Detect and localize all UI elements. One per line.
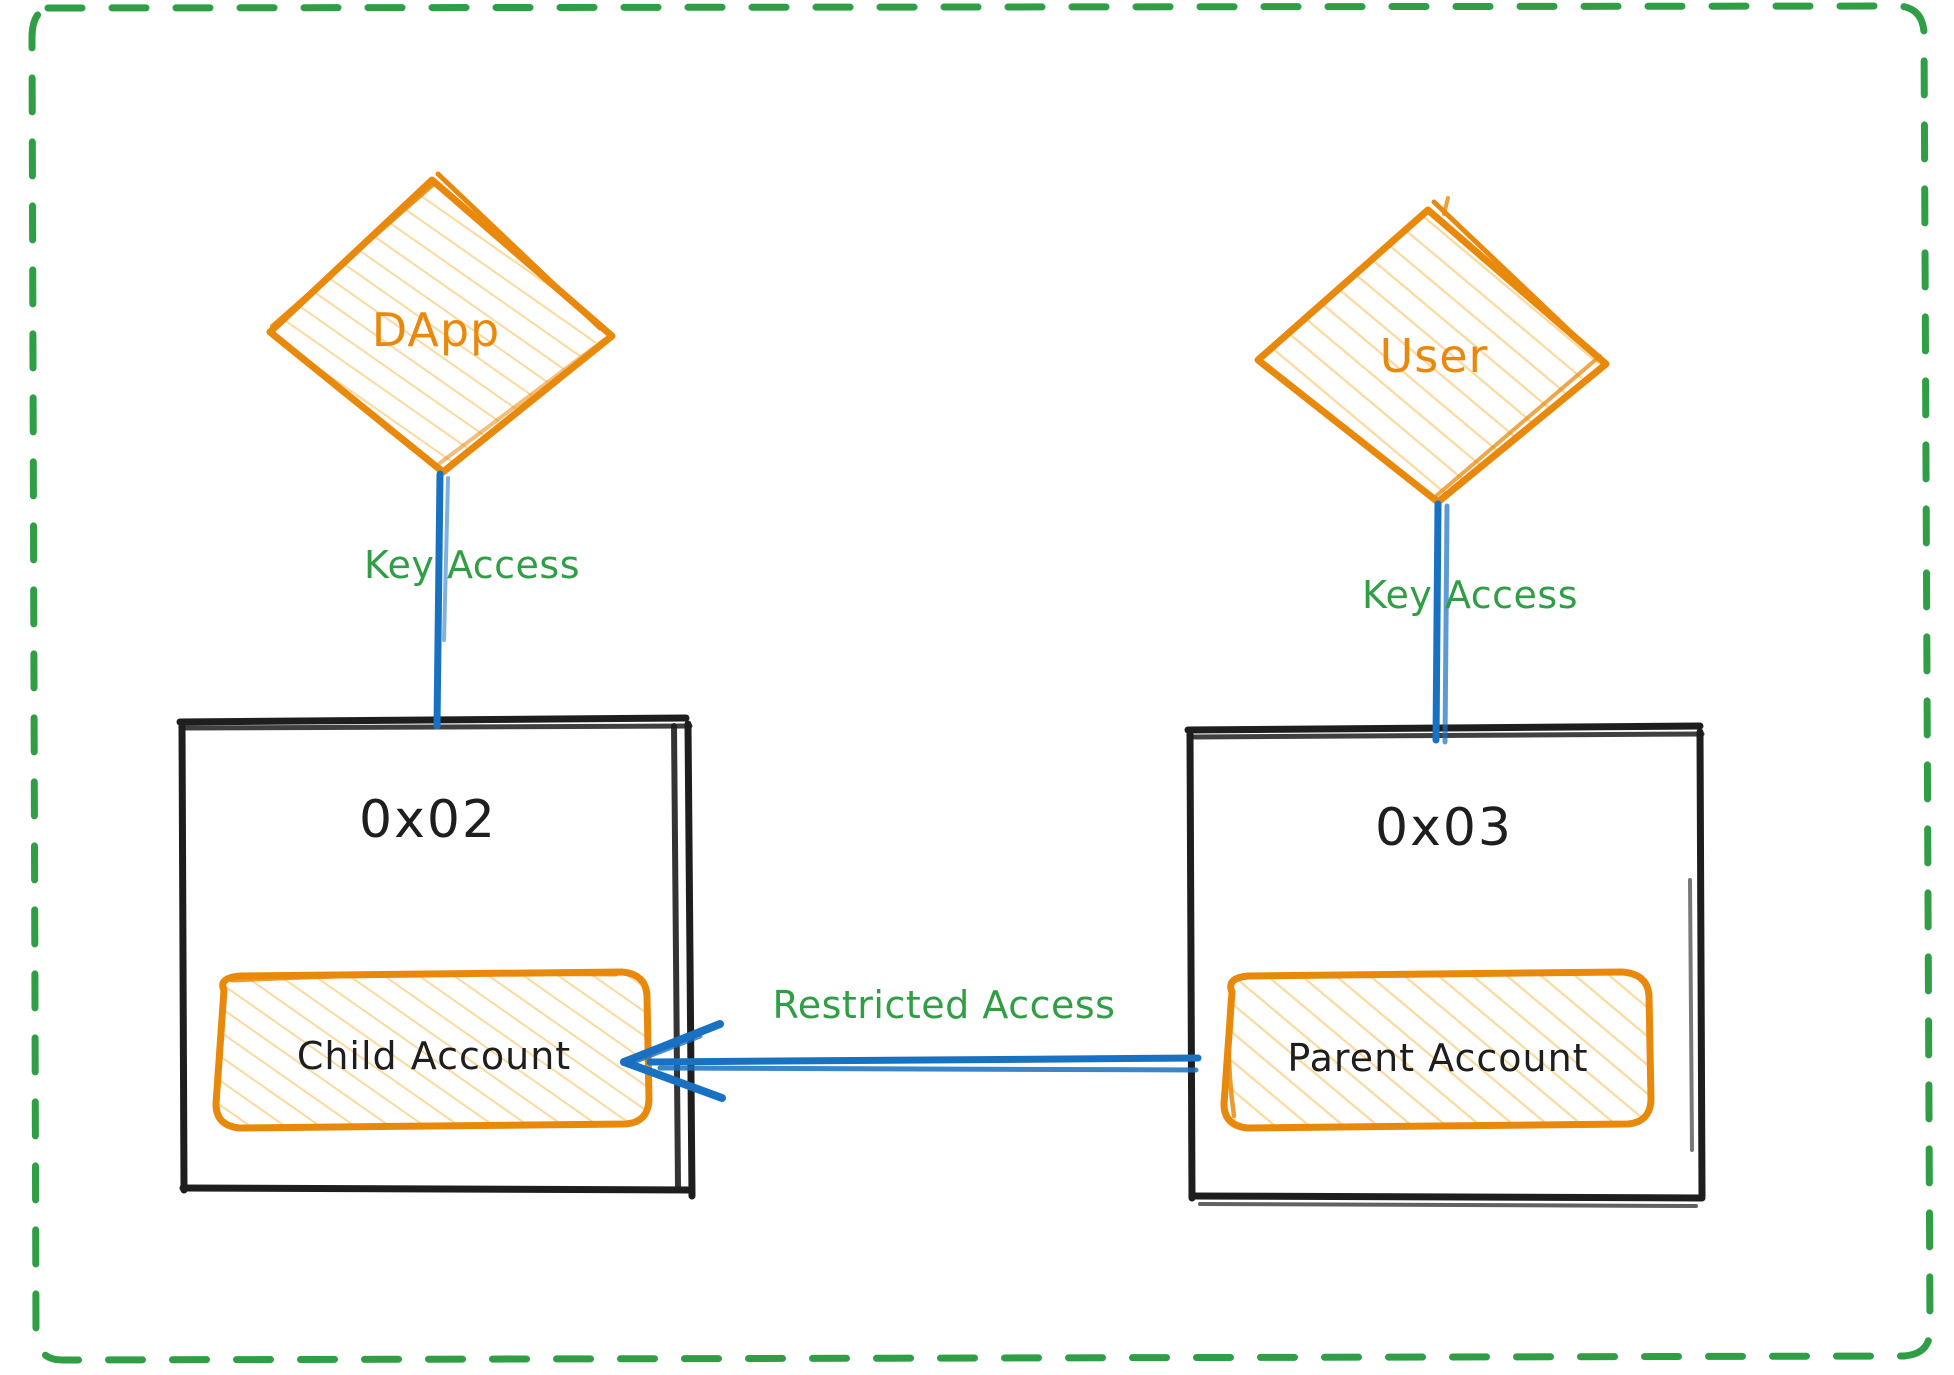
edge-dapp-key-access bbox=[433, 470, 450, 730]
right-account-box[interactable] bbox=[1184, 722, 1706, 1208]
edge-restricted-access bbox=[620, 1020, 1202, 1102]
boundary-dashed-rect bbox=[28, 2, 1934, 1364]
user-diamond[interactable] bbox=[1254, 196, 1610, 506]
dapp-diamond[interactable] bbox=[266, 171, 616, 476]
parent-account-chip[interactable] bbox=[1220, 968, 1655, 1132]
child-account-chip[interactable] bbox=[212, 968, 653, 1132]
left-account-box[interactable] bbox=[176, 714, 696, 1200]
edge-user-key-access bbox=[1432, 500, 1450, 745]
